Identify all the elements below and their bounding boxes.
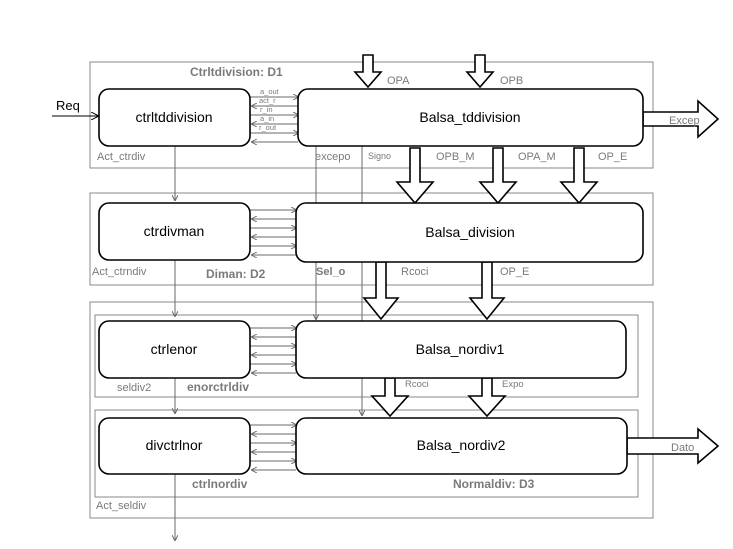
fat-arrow-opa-m	[478, 147, 518, 205]
label-ctrltddivision: ctrltddivision	[135, 109, 212, 125]
handshake-nordiv1	[250, 328, 296, 373]
group-title-d2: Diman: D2	[206, 267, 266, 281]
label-opa-m: OPA_M	[518, 151, 556, 163]
label-r-out: r_out	[259, 123, 277, 132]
label-act-r: act_r	[259, 96, 276, 105]
group-title-ctrlnordiv: ctrlnordiv	[192, 477, 248, 491]
block-divctrlnor	[98, 417, 251, 475]
handshake-d2	[250, 210, 296, 255]
group-title-enorctrldiv: enorctrldiv	[187, 380, 249, 394]
label-rcoci2: Rcoci	[405, 379, 429, 390]
label-op-e2: OP_E	[500, 266, 529, 278]
label-act-seldiv: Act_seldiv	[96, 500, 147, 512]
block-ctrltddivision	[98, 88, 251, 147]
label-rcoci: Rcoci	[401, 266, 429, 278]
group-d2	[89, 192, 654, 286]
label-balsa-nordiv2: Balsa_nordiv2	[417, 437, 506, 453]
label-signo: Signo	[368, 151, 391, 161]
block-balsa-nordiv2	[295, 417, 628, 475]
fat-arrow-expo	[467, 377, 507, 418]
label-dato: Dato	[671, 442, 694, 454]
fat-arrow-opb	[465, 54, 495, 89]
label-seldiv2: seldiv2	[117, 382, 151, 394]
group-enorctrldiv	[94, 314, 639, 398]
handshake-nordiv2	[250, 425, 296, 470]
label-balsa-tddivision: Balsa_tddivision	[419, 109, 520, 125]
block-balsa-tddivision	[297, 88, 644, 147]
fat-arrow-op-e2	[468, 261, 506, 321]
label-expo: Expo	[502, 379, 524, 390]
fat-arrow-dato	[626, 427, 720, 465]
fat-arrow-rcoci	[362, 261, 400, 321]
block-balsa-division	[295, 202, 644, 263]
label-a-in: a_in	[260, 114, 274, 123]
label-opb-m: OPB_M	[436, 151, 475, 163]
label-op-e: OP_E	[598, 151, 627, 163]
label-balsa-nordiv1: Balsa_nordiv1	[416, 341, 505, 357]
block-ctrdivman	[98, 202, 251, 261]
label-req: Req	[56, 98, 80, 113]
fat-arrow-excep	[642, 99, 720, 139]
label-act-ctrndiv: Act_ctrndiv	[92, 266, 147, 278]
handshake-d1	[250, 97, 298, 142]
block-balsa-nordiv1	[295, 320, 627, 379]
label-excep: Excep	[669, 115, 700, 127]
fat-arrow-opa	[353, 54, 383, 89]
label-act-ctrdiv: Act_ctrdiv	[97, 151, 146, 163]
group-title-d3: Normaldiv: D3	[453, 477, 535, 491]
label-a-out: a_out	[260, 87, 280, 96]
block-ctrlenor	[98, 320, 251, 379]
fat-arrow-opb-m	[395, 147, 435, 205]
label-opa: OPA	[387, 75, 410, 87]
label-r-in: r_in	[260, 105, 273, 114]
fat-arrow-op-e	[559, 147, 599, 205]
group-title-d1: Ctrltdivision: D1	[190, 65, 283, 79]
label-ctrdivman: ctrdivman	[144, 223, 205, 239]
fat-arrow-rcoci2	[370, 377, 410, 418]
label-opb: OPB	[500, 75, 523, 87]
label-ctrlenor: ctrlenor	[151, 341, 198, 357]
label-excepo: excepo	[315, 151, 350, 163]
label-divctrlnor: divctrlnor	[146, 437, 203, 453]
label-balsa-division: Balsa_division	[425, 224, 515, 240]
label-sel-o: Sel_o	[316, 266, 346, 278]
